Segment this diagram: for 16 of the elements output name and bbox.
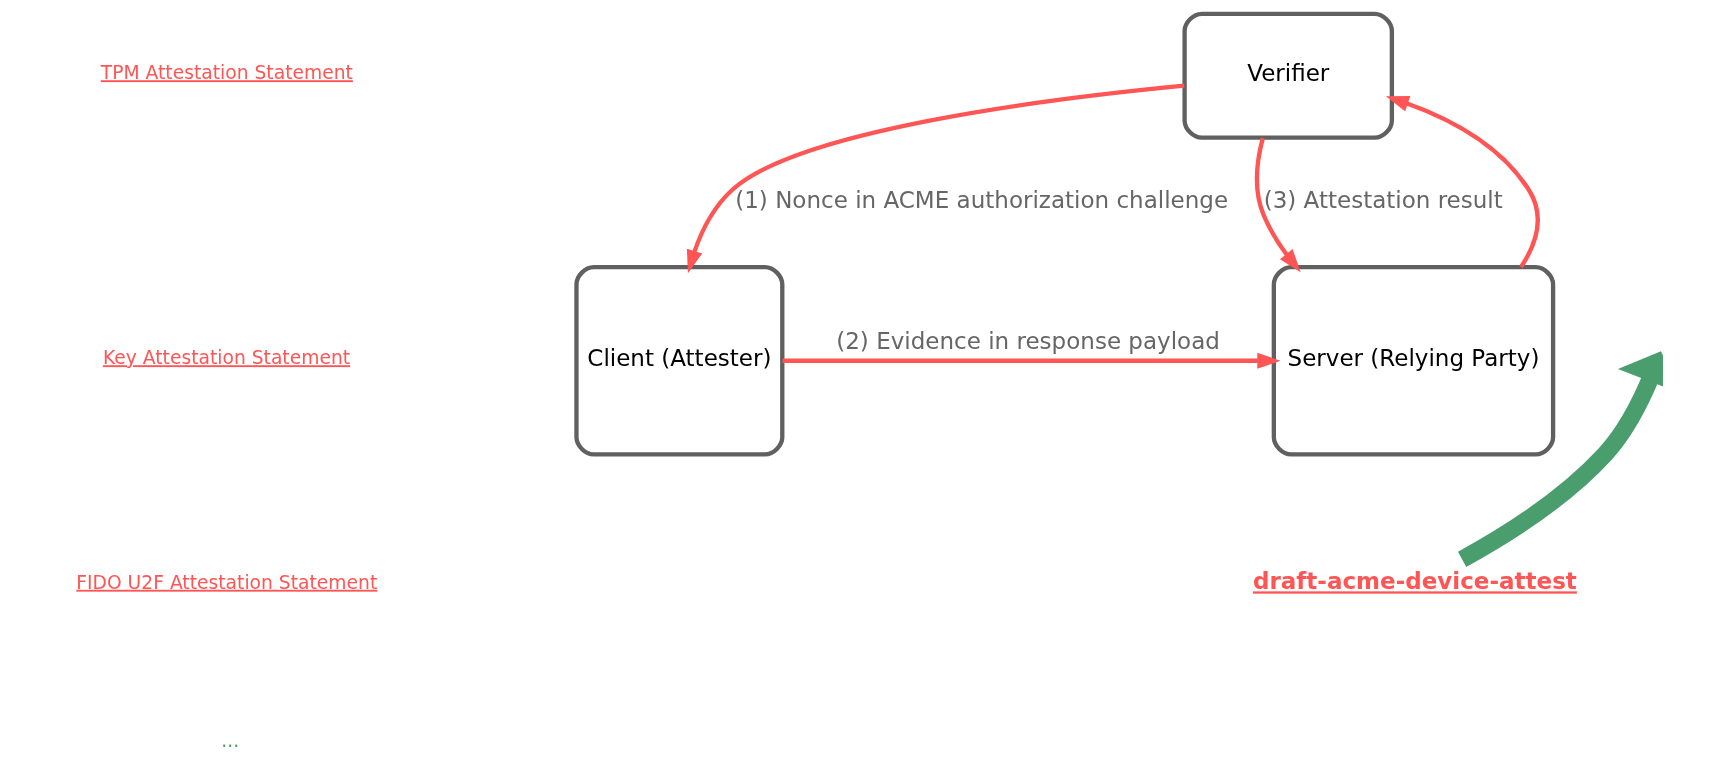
arrow [1254, 137, 1301, 273]
edge-label: (3) Attestation result [1263, 186, 1503, 213]
arrow [1457, 351, 1663, 567]
node-text: draft-acme-device-attest [1252, 568, 1577, 595]
label: FIDO U2F Attestation Statement [76, 571, 378, 593]
node-box: Verifier [1182, 11, 1395, 140]
node-box: Client (Attester) [574, 265, 785, 457]
edge-label: (2) Evidence in response payload [836, 327, 1220, 354]
edge-label: (1) Nonce in ACME authorization challenge [735, 186, 1229, 213]
arrow [1385, 95, 1540, 269]
label: TPM Attestation Statement [100, 62, 353, 84]
label: ... [221, 730, 240, 752]
arrow [686, 83, 1185, 274]
label: Key Attestation Statement [102, 347, 351, 369]
arrow [782, 352, 1281, 369]
node-box: Server (Relying Party) [1271, 265, 1556, 457]
